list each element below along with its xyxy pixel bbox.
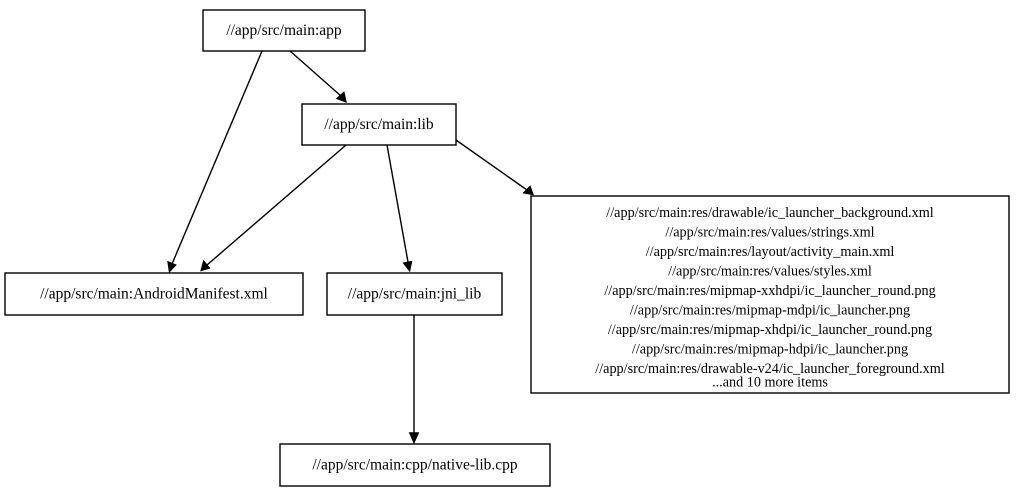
edge-lib-to-manifest [200,144,347,272]
edge-layer [167,50,534,445]
resource-line: //app/src/main:res/mipmap-hdpi/ic_launch… [632,342,908,358]
edge-lib-to-resources [455,139,534,196]
node-layer: //app/src/main:app //app/src/main:lib //… [4,9,1010,487]
node-label: //app/src/main:lib [324,116,434,133]
resource-line: //app/src/main:res/values/strings.xml [665,225,874,241]
edge-line [171,50,263,265]
node-label: //app/src/main:AndroidManifest.xml [40,286,268,303]
node-box[interactable] [326,272,503,316]
node-app[interactable]: //app/src/main:app [202,9,366,52]
node-label: //app/src/main:cpp/native-lib.cpp [312,457,518,474]
resource-line: //app/src/main:res/mipmap-mdpi/ic_launch… [630,303,910,319]
arrowhead-icon [335,91,347,103]
node-box[interactable] [202,9,366,52]
arrowhead-icon [200,259,211,272]
resource-line-more: ...and 10 more items [712,375,828,391]
resource-line: //app/src/main:res/mipmap-xxhdpi/ic_laun… [604,283,935,299]
node-box[interactable] [279,443,551,487]
edge-line [289,50,342,97]
arrowhead-icon [408,432,420,445]
edge-line [206,144,347,266]
edge-jni_lib-to-native_lib [408,315,420,445]
arrowhead-icon [167,260,177,273]
edge-lib-to-jni_lib [386,144,413,273]
arrowhead-icon [522,185,534,196]
resource-line: //app/src/main:res/values/styles.xml [668,264,872,280]
node-box[interactable] [301,103,457,146]
resource-line: //app/src/main:res/mipmap-xhdpi/ic_launc… [608,322,932,338]
node-native-lib[interactable]: //app/src/main:cpp/native-lib.cpp [279,443,551,487]
node-resources-list[interactable]: //app/src/main:res/drawable/ic_launcher_… [530,195,1010,394]
edge-line [386,144,409,263]
node-box[interactable] [530,195,1010,394]
edge-app-to-manifest [167,50,263,273]
edge-app-to-lib [289,50,347,103]
resource-line: //app/src/main:res/drawable-v24/ic_launc… [595,361,945,377]
node-box[interactable] [4,272,304,316]
edge-line [455,139,528,191]
resource-line: //app/src/main:res/drawable/ic_launcher_… [606,205,933,221]
resource-line: //app/src/main:res/layout/activity_main.… [646,244,895,260]
arrowhead-icon [402,260,413,273]
node-jni-lib[interactable]: //app/src/main:jni_lib [326,272,503,316]
node-lib[interactable]: //app/src/main:lib [301,103,457,146]
node-label: //app/src/main:jni_lib [348,286,482,303]
node-manifest[interactable]: //app/src/main:AndroidManifest.xml [4,272,304,316]
node-label: //app/src/main:app [226,22,342,39]
